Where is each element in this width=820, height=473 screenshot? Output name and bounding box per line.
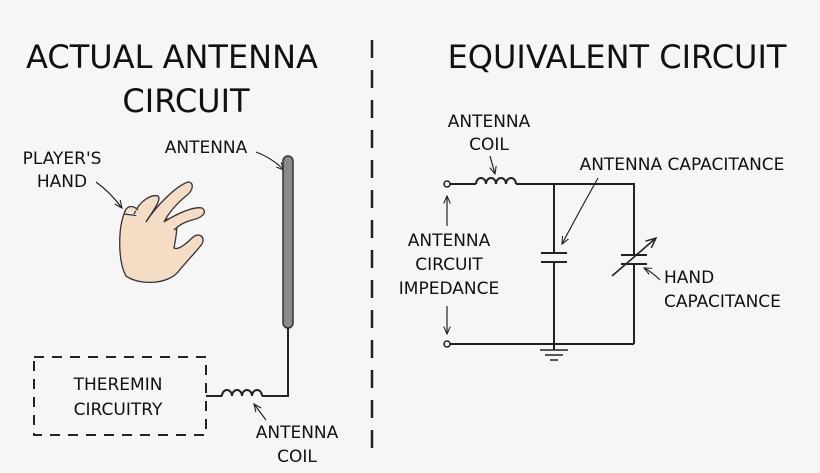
players-hand-label-2: HAND [37,172,87,192]
theremin-label-2: CIRCUITRY [74,400,163,420]
hand-capacitance-label-1: HAND [664,268,714,288]
left-title-line1: ACTUAL ANTENNA [26,38,318,76]
theremin-circuitry-box [33,356,207,436]
impedance-label-2: CIRCUIT [415,255,483,275]
hand-capacitance-arrow [644,268,661,281]
antenna-capacitance-arrow [562,177,599,244]
players-hand-label-1: PLAYER'S [23,149,102,169]
right-title: EQUIVALENT CIRCUIT [448,38,787,76]
right-coil-symbol [475,177,517,185]
right-coil-label-1: ANTENNA [448,112,531,132]
left-title-line2: CIRCUIT [122,82,250,120]
top-rail [516,183,635,344]
hand-capacitance-label-2: CAPACITANCE [664,292,781,312]
variable-capacitor-arrow [611,238,656,277]
antenna-arrow [255,151,284,170]
ground-icon [540,349,568,361]
left-coil-arrow [254,404,267,421]
hand-capacitor-gap [630,256,638,263]
left-coil-symbol [221,389,263,397]
hand-icon [119,181,206,283]
right-coil-label-2: COIL [469,135,509,155]
bottom-terminal [443,340,451,348]
impedance-label-3: IMPEDANCE [399,279,499,299]
top-terminal [443,180,451,188]
impedance-label-1: ANTENNA [408,231,491,251]
antenna-wire [262,328,289,397]
antenna-capacitance-label: ANTENNA CAPACITANCE [580,155,785,175]
antenna-rod [282,155,294,329]
theremin-label-1: THEREMIN [73,375,163,395]
left-coil-label-1: ANTENNA [256,423,339,443]
players-hand-arrow [95,181,122,208]
left-coil-label-2: COIL [277,447,317,467]
right-coil-arrow [490,155,495,174]
antenna-label: ANTENNA [165,138,248,158]
